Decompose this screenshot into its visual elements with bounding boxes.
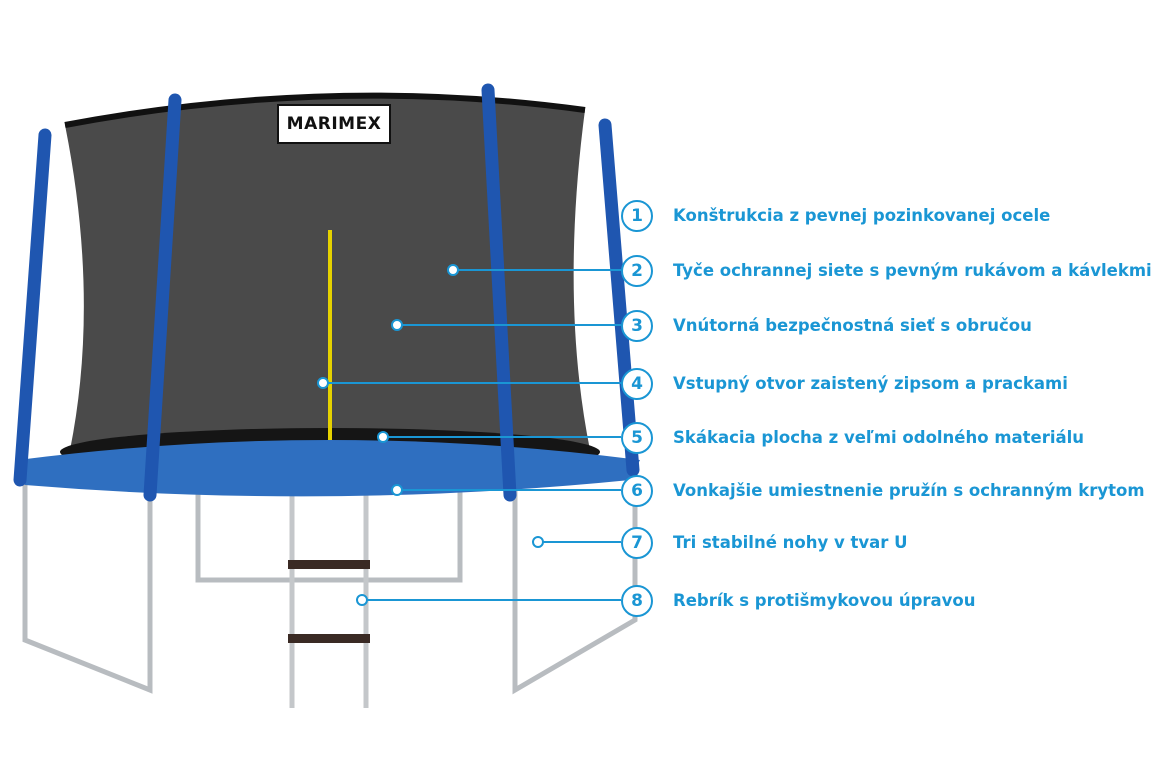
feature-label: Vstupný otvor zaistený zipsom a prackami: [673, 374, 1068, 393]
feature-label: Tyče ochrannej siete s pevným rukávom a …: [673, 261, 1152, 280]
callout-lines: [317, 264, 621, 606]
spring-cover-pad: [18, 440, 640, 497]
feature-label: Vonkajšie umiestnenie pružín s ochranným…: [673, 481, 1145, 500]
feature-number: 5: [621, 422, 653, 454]
feature-label: Rebrík s protišmykovou úpravou: [673, 591, 976, 610]
brand-logo: MARIMEX: [277, 104, 391, 144]
feature-number: 6: [621, 475, 653, 507]
net-poles: [13, 83, 640, 502]
feature-number: 7: [621, 527, 653, 559]
feature-label: Tri stabilné nohy v tvar U: [673, 533, 908, 552]
feature-number: 3: [621, 310, 653, 342]
feature-number: 8: [621, 585, 653, 617]
feature-label: Konštrukcia z pevnej pozinkovanej ocele: [673, 206, 1051, 225]
feature-label: Skákacia plocha z veľmi odolného materiá…: [673, 428, 1085, 447]
safety-net: [65, 93, 590, 450]
feature-label: Vnútorná bezpečnostná sieť s obručou: [673, 316, 1032, 335]
feature-number: 2: [621, 255, 653, 287]
feature-number: 4: [621, 368, 653, 400]
feature-number: 1: [621, 200, 653, 232]
u-legs: [22, 480, 638, 695]
